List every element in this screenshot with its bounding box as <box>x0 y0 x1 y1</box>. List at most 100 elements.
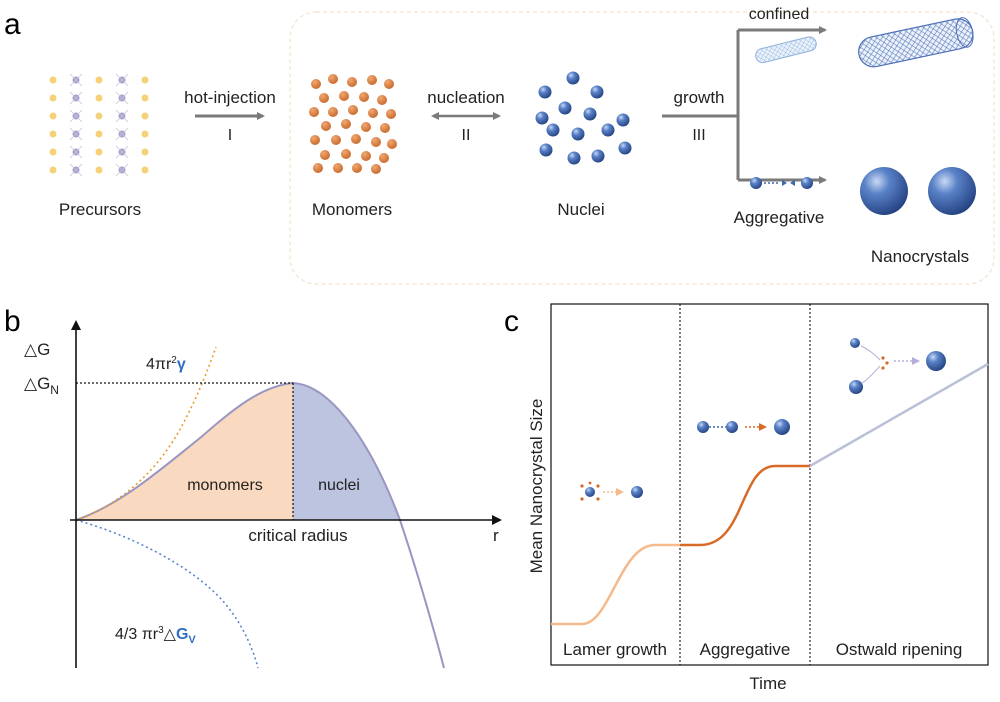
precursor-bond <box>121 133 129 141</box>
monomer-particle <box>368 108 378 118</box>
precursor-bond <box>121 163 129 171</box>
dgn-label: △GN <box>24 374 59 397</box>
precursor-bond <box>115 133 123 141</box>
ostwald-ripening-curve <box>809 362 989 468</box>
precursor-molecule <box>141 148 149 156</box>
precursor-molecule <box>95 112 103 120</box>
nuclei-region <box>293 383 400 520</box>
monomer-particle <box>361 122 371 132</box>
precursor-molecule <box>49 148 57 156</box>
precursor-bond <box>115 115 123 123</box>
monomer-particle <box>351 134 361 144</box>
monomer-particle <box>379 153 389 163</box>
step-1-label: hot-injection <box>184 88 276 107</box>
volume-term-label: 4/3 πr3△GV <box>115 625 196 646</box>
monomer-particle <box>310 135 320 145</box>
precursor-bond <box>69 115 77 123</box>
precursor-molecule <box>95 76 103 84</box>
critical-radius-label: critical radius <box>248 526 347 545</box>
nucleus-particle <box>546 123 560 137</box>
nucleus-particle <box>616 113 630 127</box>
precursor-bond <box>75 151 83 159</box>
nucleus-particle <box>566 71 580 85</box>
precursor-bond <box>69 145 77 153</box>
aggregation-icon <box>750 177 813 189</box>
monomer-particle <box>333 163 343 173</box>
step-3-label: growth <box>673 88 724 107</box>
aggregative-growth-curve <box>680 464 810 547</box>
precursor-molecule <box>95 148 103 156</box>
precursor-bond <box>115 73 123 81</box>
nucleus-particle <box>539 143 553 157</box>
precursor-molecule <box>141 76 149 84</box>
aggregative-stage-icon <box>697 419 790 435</box>
precursor-molecule <box>49 76 57 84</box>
panel-c-letter: c <box>504 305 519 338</box>
precursor-bond <box>75 91 83 99</box>
monomer-particle <box>331 135 341 145</box>
precursor-bond <box>75 109 83 117</box>
monomer-particle <box>311 79 321 89</box>
precursor-bond <box>115 169 123 177</box>
precursor-bond <box>75 163 83 171</box>
carbon-nanotube-icon <box>858 17 974 68</box>
precursor-bond <box>121 73 129 81</box>
precursor-lattice <box>49 73 149 177</box>
nucleus-particle <box>571 127 585 141</box>
step-2-label: nucleation <box>427 88 505 107</box>
precursor-bond <box>121 169 129 177</box>
step-2-roman: II <box>462 127 471 144</box>
precursor-bond <box>115 79 123 87</box>
monomer-particle <box>347 77 357 87</box>
monomer-cluster <box>309 74 397 174</box>
nanocrystal-sphere-2 <box>928 167 976 215</box>
aggregative-label: Aggregative <box>734 208 825 227</box>
precursor-bond <box>75 97 83 105</box>
precursor-molecule <box>141 112 149 120</box>
nuclei-region-label: nuclei <box>318 477 360 494</box>
precursor-bond <box>75 133 83 141</box>
monomer-particle <box>313 163 323 173</box>
precursor-bond <box>121 109 129 117</box>
precursor-bond <box>75 73 83 81</box>
precursor-molecule <box>95 130 103 138</box>
precursor-molecule <box>49 130 57 138</box>
precursor-bond <box>115 127 123 135</box>
precursor-bond <box>69 109 77 117</box>
process-region-border <box>289 11 995 285</box>
nucleus-particle <box>583 107 597 121</box>
precursor-bond <box>75 115 83 123</box>
precursor-bond <box>115 97 123 105</box>
monomer-particle <box>341 119 351 129</box>
panel-b: b △G △GN r 4πr2γ 4/3 πr3△GV monomers nuc… <box>4 305 502 669</box>
precursor-molecule <box>95 94 103 102</box>
surface-term-label: 4πr2γ <box>146 355 186 373</box>
nanocrystals-label: Nanocrystals <box>871 247 969 266</box>
precursor-bond <box>121 97 129 105</box>
panel-a: a Precursors hot-injection I Monomers nu… <box>4 6 995 285</box>
panel-a-letter: a <box>4 8 21 41</box>
monomers-label: Monomers <box>312 200 392 219</box>
stage-ostwald-label: Ostwald ripening <box>836 640 963 659</box>
precursor-molecule <box>49 94 57 102</box>
precursor-bond <box>69 91 77 99</box>
panel-b-letter: b <box>4 305 21 338</box>
lamer-growth-curve <box>551 543 680 626</box>
precursor-bond <box>121 115 129 123</box>
precursor-molecule <box>141 166 149 174</box>
precursor-bond <box>121 91 129 99</box>
stage-lamer-label: Lamer growth <box>563 640 667 659</box>
monomer-particle <box>339 91 349 101</box>
monomer-particle <box>321 121 331 131</box>
monomer-particle <box>352 163 362 173</box>
growth-branch-arrows <box>662 26 827 184</box>
precursor-bond <box>69 133 77 141</box>
monomer-particle <box>377 95 387 105</box>
monomer-particle <box>361 151 371 161</box>
precursor-molecule <box>95 166 103 174</box>
confined-label: confined <box>749 6 810 23</box>
precursor-bond <box>75 145 83 153</box>
monomer-particle <box>387 139 397 149</box>
precursor-bond <box>121 79 129 87</box>
